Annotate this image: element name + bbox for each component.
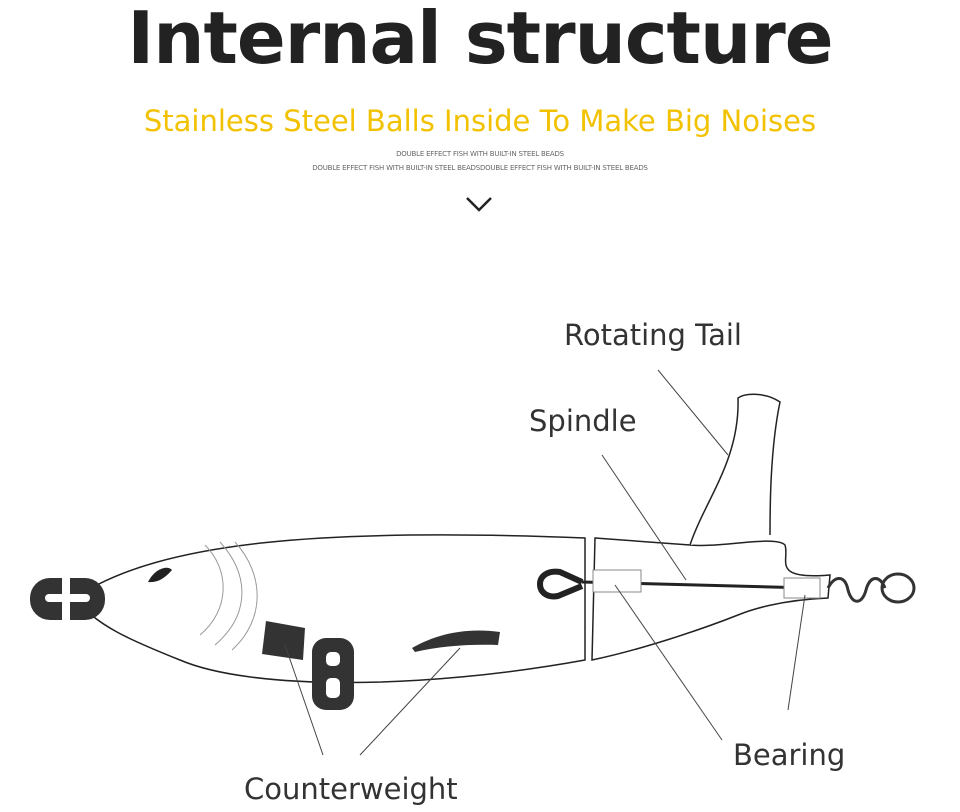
label-bearing: Bearing — [733, 738, 846, 772]
label-spindle: Spindle — [529, 404, 637, 438]
caption-line-1: DOUBLE EFFECT FISH WITH BUILT-IN STEEL B… — [396, 150, 564, 158]
bearing-rear — [783, 577, 821, 599]
eye — [148, 567, 172, 583]
page-title: Internal structure — [127, 0, 833, 80]
rotating-tail-fin — [689, 393, 781, 546]
label-counterweight: Counterweight — [244, 772, 458, 806]
counterweight-8 — [312, 638, 354, 710]
counterweight-3 — [412, 630, 500, 652]
tail-housing — [591, 537, 831, 661]
subtitle: Stainless Steel Balls Inside To Make Big… — [143, 104, 817, 138]
label-rotating-tail: Rotating Tail — [564, 318, 742, 352]
swivel — [826, 572, 916, 604]
counterweight-1 — [262, 621, 305, 660]
caption-line-2: DOUBLE EFFECT FISH WITH BUILT-IN STEEL B… — [312, 164, 648, 172]
bearing-front — [592, 569, 642, 593]
chevron-down-icon — [466, 197, 492, 212]
rear-eyelet — [536, 568, 584, 600]
